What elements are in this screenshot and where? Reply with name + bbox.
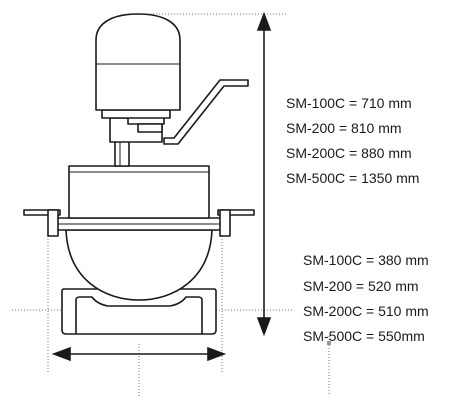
width-dimension [51,346,227,362]
width-spec-sm-200: SM-200 = 520 mm [303,278,419,294]
reference-lines [12,13,330,396]
height-spec-list: SM-100C = 710 mm SM-200 = 810 mm SM-200C… [286,95,419,186]
height-arrow-top [256,11,272,31]
left-bowl-handle [23,209,61,237]
width-spec-sm-200c: SM-200C = 510 mm [303,303,429,319]
height-spec-sm-200c: SM-200C = 880 mm [286,145,412,161]
mixer-body-housing [68,165,210,219]
right-bowl-handle [217,209,255,237]
width-label-marker [327,341,331,345]
mixer-machine [23,13,255,335]
motor-housing [95,13,181,111]
mixer-base [61,288,217,335]
motor-mount-plate [101,109,171,119]
width-arrow-right [207,346,227,362]
height-spec-sm-200: SM-200 = 810 mm [286,120,402,136]
width-spec-list: SM-100C = 380 mm SM-200 = 520 mm SM-200C… [303,252,429,344]
width-spec-sm-100c: SM-100C = 380 mm [303,252,429,268]
height-arrow-bottom [256,317,272,337]
mixing-bowl [65,229,213,301]
mixer-base-arch [75,296,203,334]
width-spec-sm-500c: SM-500C = 550mm [303,328,425,344]
height-spec-sm-500c: SM-500C = 1350 mm [286,170,419,186]
bowl-lift-lever [163,79,249,145]
gearbox-cap [137,123,163,133]
width-arrow-left [51,346,71,362]
height-dimension [256,11,272,337]
height-spec-sm-100c: SM-100C = 710 mm [286,95,412,111]
